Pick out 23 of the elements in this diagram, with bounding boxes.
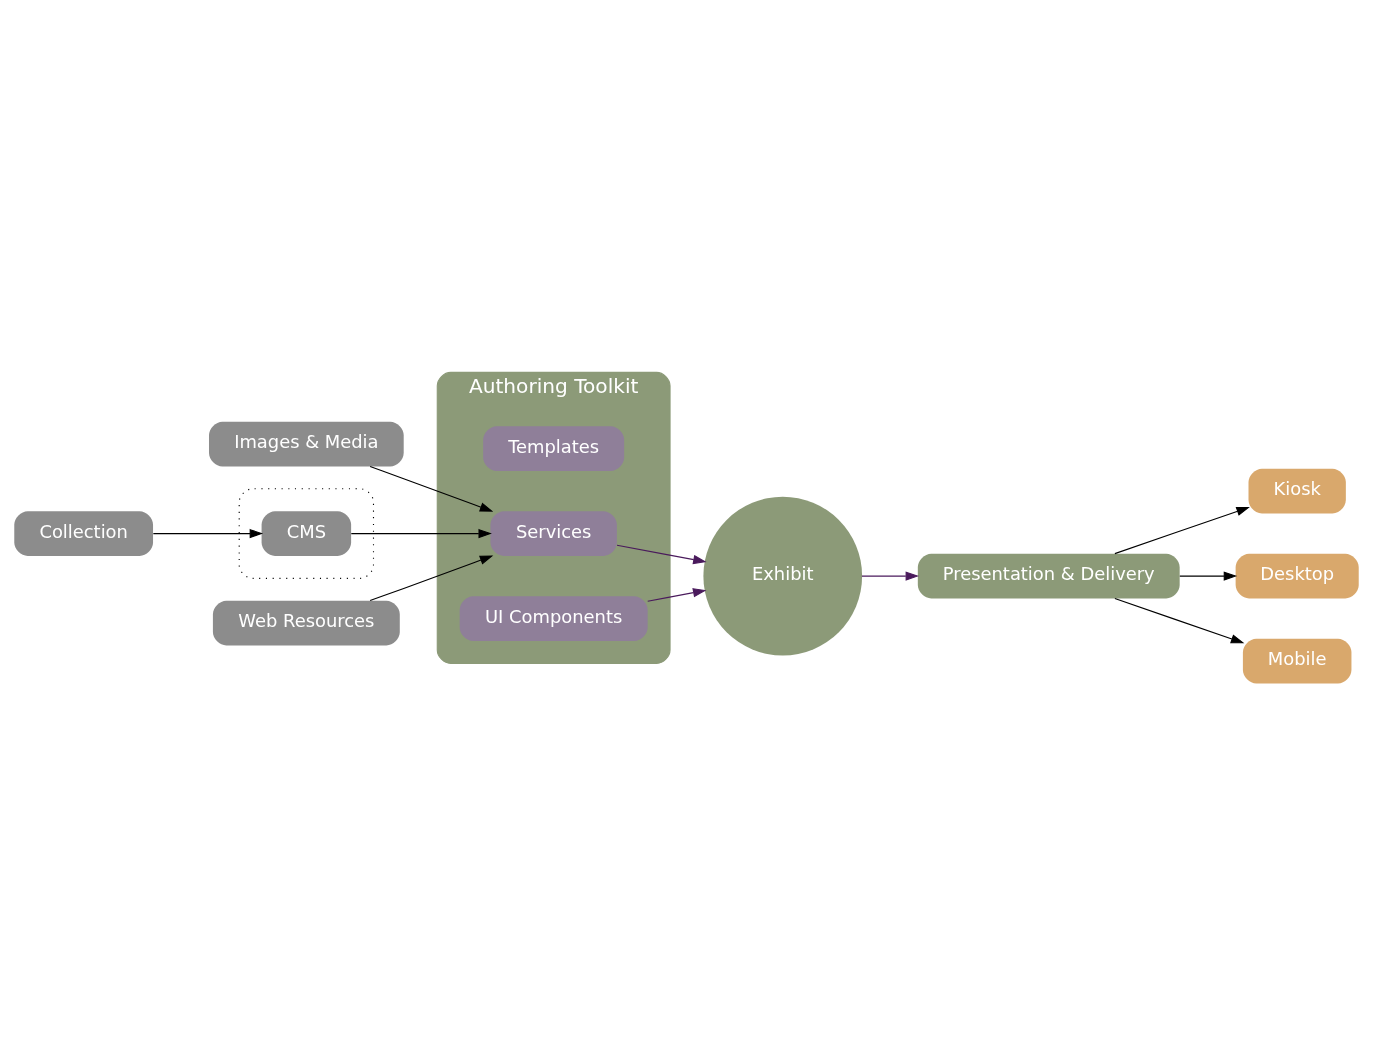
node-box: Presentation & Delivery bbox=[917, 553, 1180, 599]
arrow bbox=[152, 528, 264, 539]
node-box: Web Resources bbox=[212, 600, 400, 646]
node-box: Collection bbox=[14, 511, 154, 556]
arrow bbox=[350, 528, 492, 539]
node-box: CMS bbox=[261, 511, 352, 556]
node-box: Desktop bbox=[1235, 553, 1359, 599]
arrow bbox=[1179, 571, 1238, 581]
arrow bbox=[1114, 506, 1250, 555]
arrow bbox=[861, 571, 920, 581]
cluster bbox=[238, 488, 375, 579]
node-box: Services bbox=[490, 511, 617, 556]
node-circle: Exhibit bbox=[703, 496, 863, 656]
arrow bbox=[1114, 598, 1245, 644]
node-box: Images & Media bbox=[209, 421, 404, 467]
arrow bbox=[616, 544, 707, 565]
node-box: Templates bbox=[483, 426, 625, 471]
arrow bbox=[369, 555, 494, 602]
node-box: Mobile bbox=[1242, 638, 1352, 684]
node-box: UI Components bbox=[459, 596, 648, 641]
node-box: Kiosk bbox=[1248, 468, 1346, 514]
arrow bbox=[369, 466, 494, 512]
arrow bbox=[647, 588, 707, 602]
